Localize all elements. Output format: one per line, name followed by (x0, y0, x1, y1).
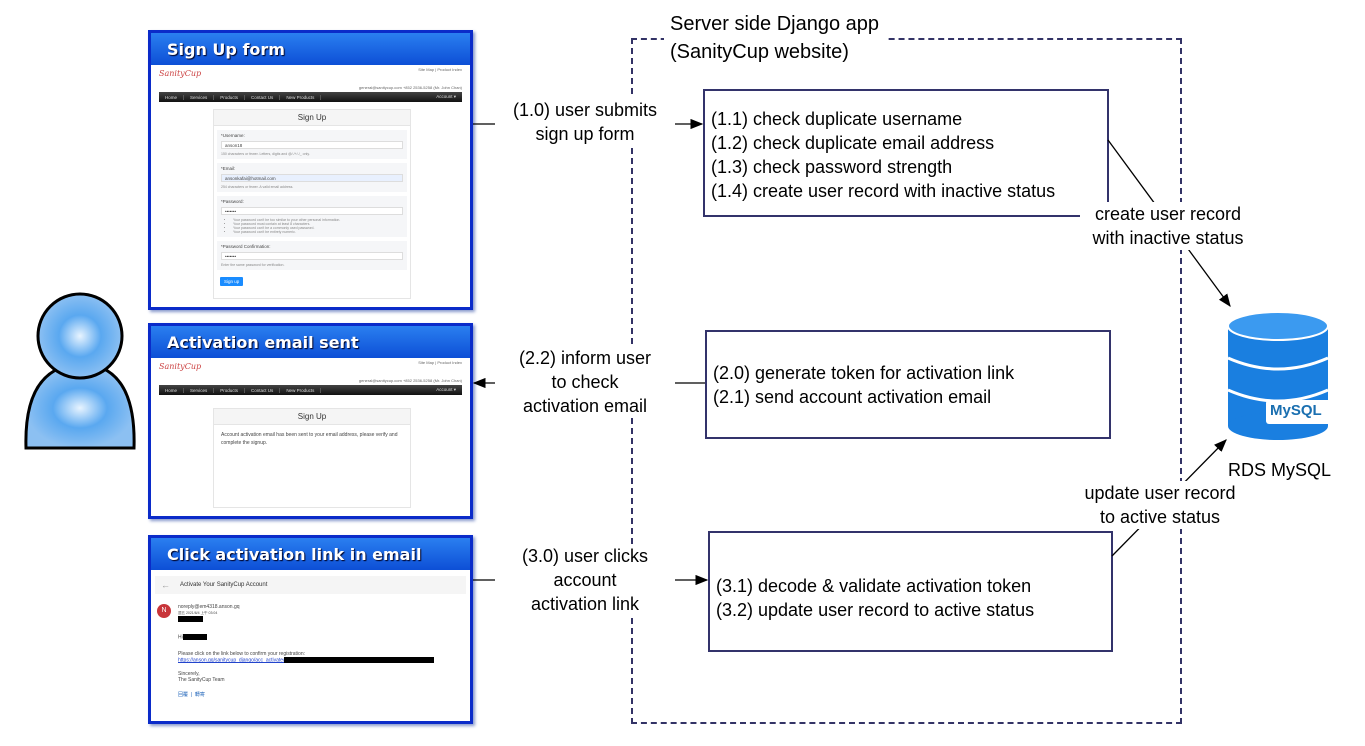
sender-address: noreply@em4318.anson.gq (178, 604, 240, 610)
email-subject: Activate Your SanityCup Account (180, 582, 268, 588)
nav-contact[interactable]: Contact Us (245, 387, 281, 393)
nav-products[interactable]: Products (214, 94, 246, 100)
forward-button[interactable]: 轉寄 (194, 691, 205, 698)
panel-title: Activation email sent (151, 326, 470, 358)
password-label: *Password: (221, 199, 244, 204)
signup-card: Sign Up Account activation email has bee… (213, 408, 411, 508)
email-label: *Email: (221, 166, 236, 171)
nav-products[interactable]: Products (214, 387, 246, 393)
signup-card: Sign Up *Username: anson18 150 characters … (213, 109, 411, 299)
mysql-logo: MySQL (1270, 402, 1322, 419)
top-links[interactable]: Site Map | Product Index (418, 67, 462, 72)
nav-services[interactable]: Services (184, 94, 215, 100)
confirm-input[interactable]: ••••••• (221, 252, 403, 260)
nav-home[interactable]: Home (159, 387, 185, 393)
confirm-hint: Enter the same password for verification… (221, 263, 285, 267)
email-input[interactable]: ansonkafai@hotmail.com (221, 174, 403, 182)
password-rules: Your password can't be too similar to yo… (221, 218, 403, 234)
contact-info: general@sanitycup.com +852 2536-5258 (Mr… (358, 85, 462, 90)
step-box-2: (2.0) generate token for activation link… (705, 330, 1111, 439)
step-box-1: (1.1) check duplicate username(1.2) chec… (703, 89, 1109, 217)
username-label: *Username: (221, 133, 245, 138)
contact-info: general@sanitycup.com +852 2536-5258 (Mr… (358, 378, 462, 383)
confirm-label: *Password Confirmation: (221, 244, 271, 249)
nav-account[interactable]: Account ▾ (436, 387, 456, 392)
back-arrow-icon[interactable]: ← (161, 580, 170, 590)
signoff: Sincerely, (178, 670, 200, 677)
server-title: Server side Django app(SanityCup website… (664, 10, 886, 66)
sent-message: Account activation email has been sent t… (221, 432, 398, 446)
sanitycup-logo: SanityCup (159, 69, 202, 78)
email-date: 週五 2021/6/4 上午 03:04 (178, 611, 218, 615)
activation-sent-panel: Activation email sent SanityCup Site Map… (148, 323, 473, 519)
top-links[interactable]: Site Map | Product Index (418, 360, 462, 365)
username-hint: 150 characters or fewer. Letters, digits… (221, 152, 310, 156)
panel-title: Sign Up form (151, 33, 470, 65)
database-icon (1227, 311, 1342, 440)
email-panel: Click activation link in email ← Activat… (148, 535, 473, 724)
nav-services[interactable]: Services (184, 387, 215, 393)
signup-button[interactable]: Sign up (220, 277, 244, 286)
database-label: RDS MySQL (1228, 460, 1332, 480)
username-input[interactable]: anson18 (221, 141, 403, 149)
nav-bar: Home Services Products Contact Us New Pr… (159, 92, 462, 102)
card-title: Sign Up (214, 409, 410, 425)
signup-form-panel: Sign Up form SanityCup Site Map | Produc… (148, 30, 473, 310)
email-body: Please click on the link below to confir… (178, 650, 306, 657)
password-input[interactable]: ••••••• (221, 207, 403, 215)
nav-new-products[interactable]: New Products (280, 94, 322, 100)
email-hint: 254 characters or fewer. A valid email a… (221, 185, 294, 189)
sanitycup-logo: SanityCup (159, 362, 202, 371)
greeting: Hi (178, 634, 183, 641)
nav-bar: Home Services Products Contact Us New Pr… (159, 385, 462, 395)
activation-link[interactable]: https://anson.gq/sanitycup_django/acc_ac… (178, 656, 285, 663)
nav-account[interactable]: Account ▾ (436, 94, 456, 99)
nav-contact[interactable]: Contact Us (245, 94, 281, 100)
user-icon (24, 292, 136, 450)
step-box-3: (3.1) decode & validate activation token… (708, 531, 1113, 652)
signoff-team: The SanityCup Team (178, 676, 225, 683)
reply-button[interactable]: 回覆 (178, 691, 189, 698)
nav-home[interactable]: Home (159, 94, 185, 100)
sender-avatar: N (157, 604, 171, 618)
panel-title: Click activation link in email (151, 538, 470, 570)
card-title: Sign Up (214, 110, 410, 126)
nav-new-products[interactable]: New Products (280, 387, 322, 393)
